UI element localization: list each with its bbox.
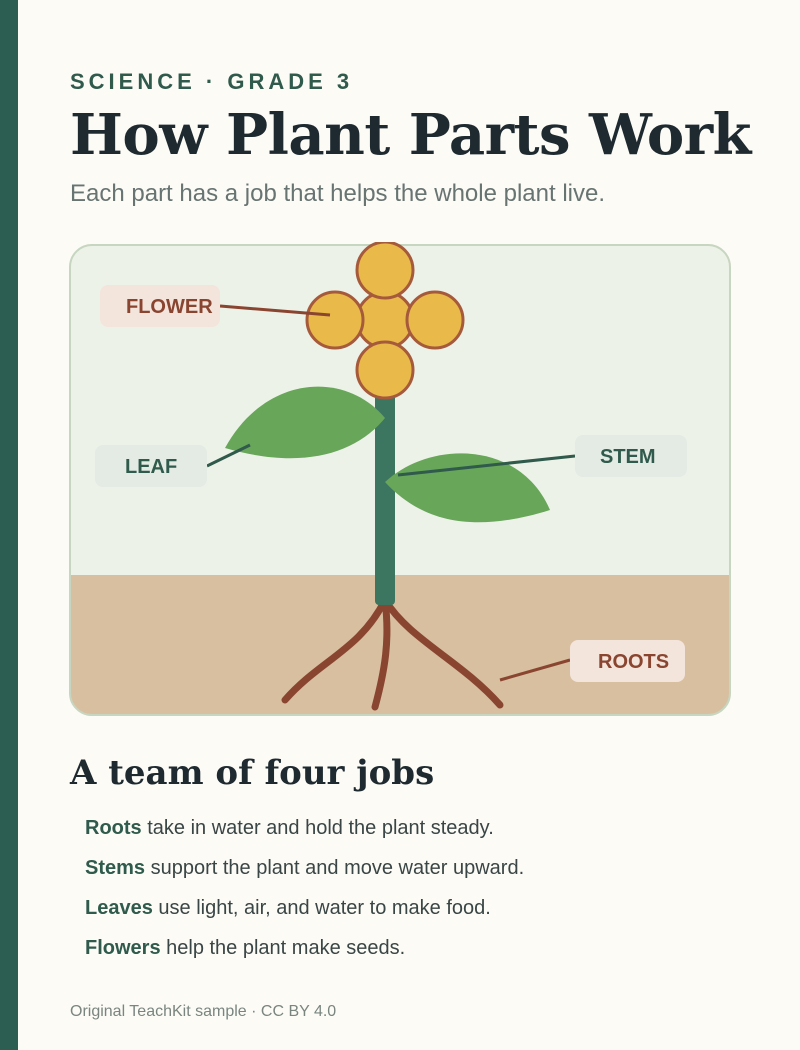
leaf-label: LEAF: [95, 445, 207, 487]
flowers-term: Flowers: [85, 937, 161, 959]
leaves-description: use light, air, and water to make food.: [152, 897, 491, 919]
stem-shape: [375, 380, 395, 605]
license-credit: Original TeachKit sample · CC BY 4.0: [70, 1003, 337, 1020]
leaves-term: Leaves: [85, 897, 153, 919]
roots-shape: [281, 596, 504, 711]
stem-callout-line: [397, 454, 576, 477]
stems-description: support the plant and move water upward.: [145, 857, 525, 879]
stem-label-chip: [575, 435, 687, 477]
flower-shape: [305, 242, 465, 400]
accent-sidebar: [0, 0, 18, 1050]
roots-label-text: ROOTS: [598, 651, 669, 673]
roots-label-chip: [570, 640, 685, 682]
left-leaf-shape: [225, 386, 385, 459]
section-title: A team of four jobs: [70, 753, 435, 793]
flower-label-text: FLOWER: [126, 296, 213, 318]
list-item: Flowers help the plant make seeds.: [85, 936, 524, 976]
plant-diagram: FLOWER LEAF STEM ROOTS: [69, 242, 731, 716]
stem-label: STEM: [575, 435, 687, 477]
flower-callout-line: [219, 304, 331, 317]
flowers-description: help the plant make seeds.: [160, 937, 406, 959]
roots-callout-line: [499, 658, 571, 682]
stems-term: Stems: [85, 857, 146, 879]
leaf-label-text: LEAF: [125, 456, 177, 478]
flower-label: FLOWER: [100, 285, 220, 327]
roots-description: take in water and hold the plant steady.: [141, 817, 494, 839]
page-title: How Plant Parts Work: [70, 102, 751, 168]
roots-term: Roots: [85, 817, 142, 839]
leaf-label-chip: [95, 445, 207, 487]
list-item: Roots take in water and hold the plant s…: [85, 816, 524, 856]
roots-label: ROOTS: [570, 640, 685, 682]
page-subtitle: Each part has a job that helps the whole…: [70, 180, 606, 207]
list-item: Stems support the plant and move water u…: [85, 856, 524, 896]
flower-label-chip: [100, 285, 220, 327]
plant-jobs-list: Roots take in water and hold the plant s…: [85, 816, 524, 976]
list-item: Leaves use light, air, and water to make…: [85, 896, 524, 936]
leaf-callout-line: [206, 443, 251, 468]
subject-grade-label: SCIENCE · GRADE 3: [70, 69, 354, 94]
stem-label-text: STEM: [600, 446, 656, 468]
